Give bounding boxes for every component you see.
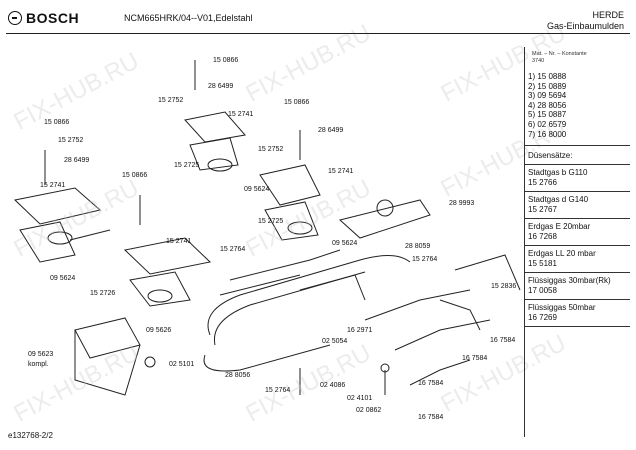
panel-divider (524, 218, 630, 219)
drawing-id: e132768-2/2 (8, 431, 53, 440)
callout-label: 15 0866 (284, 99, 310, 106)
gas-set: Flüssiggas 50mbar 16 7269 (528, 303, 596, 323)
gas-set-number: 15 5181 (528, 259, 557, 268)
callout-label: 02 4101 (347, 395, 373, 402)
gas-set-number: 15 2766 (528, 178, 557, 187)
callout-label: 15 2752 (158, 97, 184, 104)
callout-label: 15 2764 (412, 256, 438, 263)
callout-label: 09 5624 (50, 275, 76, 282)
model-number: NCM665HRK/04--V01,Edelstahl (124, 13, 253, 23)
panel-divider (524, 272, 630, 273)
category-title: HERDE (592, 10, 624, 20)
callout-label: 02 5054 (322, 338, 348, 345)
gas-set-name: Erdgas LL 20 mbar (528, 249, 596, 258)
callout-label: 15 2752 (258, 146, 284, 153)
gas-set-number: 15 2767 (528, 205, 557, 214)
callout-label: 09 5623 (28, 351, 54, 358)
panel-divider (524, 299, 630, 300)
panel-divider (524, 145, 630, 146)
head-line-1: Mat. – Nr. – Konstante (532, 51, 587, 57)
gas-set-name: Stadtgas b G110 (528, 168, 588, 177)
part-item: 1) 15 0888 (528, 72, 567, 81)
gas-set: Flüssiggas 30mbar(Rk) 17 0058 (528, 276, 611, 296)
callout-label: 15 2764 (220, 246, 246, 253)
part-item: 4) 28 8056 (528, 100, 567, 110)
callout-label: 16 7584 (462, 355, 488, 362)
callout-label: 02 4086 (320, 382, 346, 389)
gas-set-name: Erdgas E 20mbar (528, 222, 591, 231)
callout-label: 15 2741 (228, 111, 254, 118)
callout-label: 15 2752 (58, 137, 84, 144)
callout-label: 15 0866 (122, 172, 148, 179)
callout-label: 02 0862 (356, 407, 382, 414)
parts-panel (524, 47, 631, 437)
gas-set-number: 17 0058 (528, 286, 557, 295)
gas-set: Stadtgas b G110 15 2766 (528, 168, 587, 188)
part-item: 7) 16 8000 (528, 129, 567, 139)
panel-divider (524, 326, 630, 327)
callout-label: 09 5626 (146, 327, 172, 334)
panel-divider (524, 191, 630, 192)
callout-label: 15 2764 (265, 387, 291, 394)
callout-label: 15 0866 (213, 57, 239, 64)
parts-list: 1) 15 0888 2) 15 0889 3) 09 5694 4) 28 8… (528, 72, 566, 139)
callout-label: 16 7584 (490, 337, 516, 344)
gas-set: Stadtgas d G140 15 2767 (528, 195, 588, 215)
nozzle-title: Düsensätze: (528, 151, 573, 160)
brand-name: BOSCH (26, 10, 80, 26)
callout-label: 15 2741 (328, 168, 354, 175)
callout-label: 15 2836 (491, 283, 517, 290)
callout-label: 09 5624 (244, 186, 270, 193)
callout-label: 28 6499 (208, 83, 234, 90)
callout-label: 28 6499 (318, 127, 344, 134)
part-item: 6) 02 6579 (528, 119, 567, 129)
panel-divider (524, 245, 630, 246)
bosch-armature-icon (8, 11, 22, 25)
callout-label: 16 7584 (418, 414, 444, 421)
callout-label: 09 5624 (332, 240, 358, 247)
callout-label: 15 0866 (44, 119, 70, 126)
callout-label: kompl. (28, 361, 49, 368)
callout-label: 28 9993 (449, 200, 475, 207)
panel-divider (524, 164, 630, 165)
header-divider (6, 33, 630, 34)
callout-label: 28 8056 (225, 372, 251, 379)
gas-set-number: 16 7269 (528, 313, 557, 322)
callout-label: 15 2741 (40, 182, 66, 189)
gas-set: Erdgas E 20mbar 16 7268 (528, 222, 590, 242)
callout-label: 15 2725 (174, 162, 200, 169)
gas-set-name: Flüssiggas 50mbar (528, 303, 596, 312)
category-subtitle: Gas-Einbaumulden (546, 21, 624, 31)
callout-label: 15 2725 (258, 218, 284, 225)
part-item: 2) 15 0889 (528, 81, 567, 91)
gas-set-number: 16 7268 (528, 232, 557, 241)
callout-label: 16 2971 (347, 327, 373, 334)
part-item: 3) 09 5694 (528, 91, 567, 101)
callout-label: 15 2726 (90, 290, 116, 297)
callout-label: 28 8059 (405, 243, 431, 250)
parts-panel-head: Mat. – Nr. – Konstante 3740 (532, 51, 587, 65)
callout-label: 15 2741 (166, 238, 192, 245)
head-line-2: 3740 (532, 58, 545, 64)
callout-label: 28 6499 (64, 157, 90, 164)
gas-set-name: Flüssiggas 30mbar(Rk) (528, 276, 611, 285)
gas-set-name: Stadtgas d G140 (528, 195, 589, 204)
part-item: 5) 15 0887 (528, 110, 567, 120)
bosch-logo: BOSCH (8, 10, 79, 26)
callout-label: 02 5101 (169, 361, 195, 368)
gas-set: Erdgas LL 20 mbar 15 5181 (528, 249, 596, 269)
callout-label: 16 7584 (418, 380, 444, 387)
